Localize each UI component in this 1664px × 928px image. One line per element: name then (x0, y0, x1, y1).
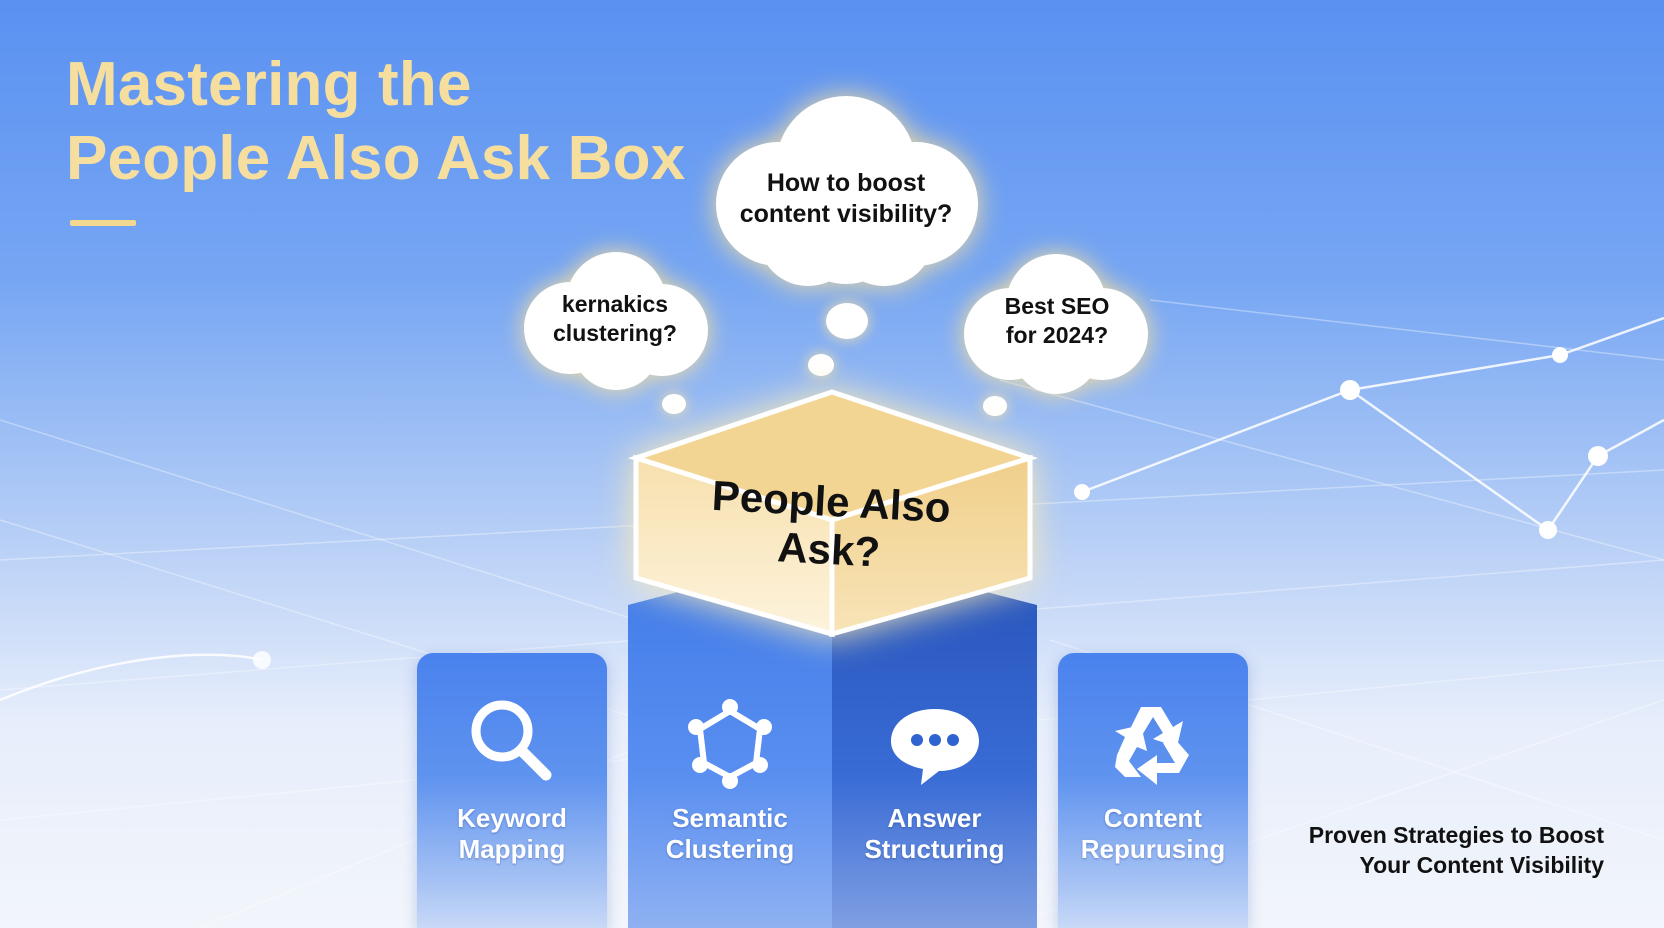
network-node (253, 651, 271, 669)
network-node (1588, 446, 1608, 466)
title-line-1: Mastering the (66, 50, 472, 119)
strategy-3-line-1: Answer (887, 803, 982, 833)
page-title: Mastering the People Also Ask Box (66, 48, 685, 196)
cloud-shape (716, 96, 978, 286)
cloud-1-line-2: content visibility? (739, 200, 953, 228)
cloud-2-line-2: clustering? (553, 320, 677, 346)
cloud-3-line-2: for 2024? (1005, 322, 1109, 348)
question-cloud-1: How to boost content visibility? (708, 96, 984, 291)
strategy-2-line-1: Semantic (672, 803, 788, 833)
question-cloud-3: Best SEO for 2024? (962, 254, 1152, 394)
strategy-column-keyword-mapping: Keyword Mapping (417, 653, 607, 928)
cloud-1-line-1: How to boost (766, 169, 926, 197)
strategy-column-semantic-clustering: Semantic Clustering (628, 653, 832, 928)
network-node (1340, 380, 1360, 400)
thought-dot (808, 354, 834, 376)
network-icon (628, 693, 832, 793)
title-line-2: People Also Ask Box (66, 124, 686, 193)
title-underline (70, 220, 136, 226)
strategy-1-line-1: Keyword (457, 803, 567, 833)
thought-dot (826, 303, 868, 339)
cloud-shape (524, 252, 708, 390)
network-node (1539, 521, 1557, 539)
tagline-line-2: Your Content Visibility (1359, 852, 1605, 878)
network-node (1552, 347, 1568, 363)
strategy-column-content-repurposing: Content Repurusing (1058, 653, 1248, 928)
tagline: Proven Strategies to Boost Your Content … (1309, 820, 1604, 880)
strategy-column-answer-structuring: Answer Structuring (832, 653, 1037, 928)
cloud-shape (964, 254, 1148, 394)
recycle-icon (1058, 693, 1248, 793)
chat-bubble-icon (832, 693, 1037, 793)
thought-dot (983, 396, 1007, 416)
cloud-2-line-1: kernakics (561, 291, 669, 317)
search-icon (417, 693, 607, 793)
strategy-1-line-2: Mapping (458, 834, 566, 864)
cloud-3-line-1: Best SEO (1004, 293, 1110, 319)
strategy-4-line-2: Repurusing (1080, 834, 1226, 864)
paa-box-label: People Also Ask? (710, 471, 952, 576)
pedestal-left (628, 552, 832, 928)
network-node (1074, 484, 1090, 500)
box-right (829, 454, 1033, 638)
question-cloud-2: kernakics clustering? (520, 250, 710, 390)
tagline-line-1: Proven Strategies to Boost (1308, 822, 1604, 848)
strategy-4-line-1: Content (1103, 803, 1203, 833)
thought-dot (662, 394, 686, 414)
strategy-2-line-2: Clustering (665, 834, 795, 864)
strategy-3-line-2: Structuring (864, 834, 1005, 864)
